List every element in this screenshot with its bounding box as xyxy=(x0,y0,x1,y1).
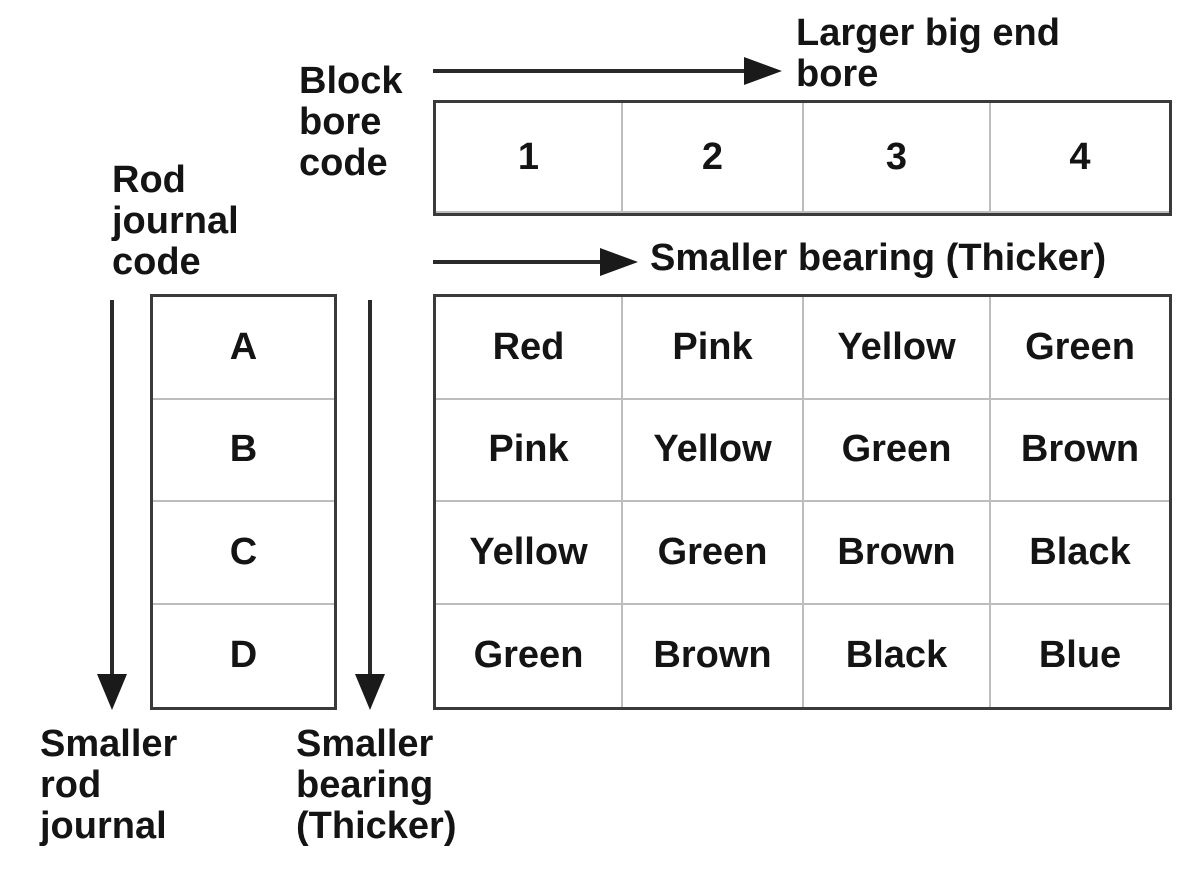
block-bore-code-table: 1 2 3 4 xyxy=(433,100,1172,216)
rod-journal-code-table: A B C D xyxy=(150,294,337,710)
smaller-bearing-vertical-label: Smaller bearing (Thicker) xyxy=(296,723,457,847)
bearing-color-table: Red Pink Yellow Green Pink Yellow Green … xyxy=(433,294,1172,710)
rod-code-cell: C xyxy=(153,502,334,605)
smaller-rod-journal-label: Smaller rod journal xyxy=(40,723,178,847)
bearing-color-cell: Yellow xyxy=(623,399,804,502)
bearing-color-cell: Pink xyxy=(436,399,623,502)
smaller-rod-journal-arrow xyxy=(97,300,127,710)
bore-code-cell: 4 xyxy=(991,103,1169,213)
smaller-bearing-horizontal-label: Smaller bearing (Thicker) xyxy=(650,237,1107,279)
bearing-color-cell: Green xyxy=(804,399,991,502)
bearing-color-cell: Brown xyxy=(991,400,1169,502)
larger-big-end-bore-label: Larger big end bore xyxy=(796,12,1060,95)
bearing-color-cell: Yellow xyxy=(804,297,991,400)
bearing-color-cell: Green xyxy=(436,604,623,707)
bearing-color-cell: Green xyxy=(623,502,804,605)
bore-code-cell: 1 xyxy=(436,103,623,213)
bearing-color-cell: Yellow xyxy=(436,502,623,605)
bearing-color-cell: Green xyxy=(991,297,1169,400)
rod-code-cell: D xyxy=(229,634,258,677)
bearing-color-cell: Brown xyxy=(804,502,991,605)
bearing-color-cell: Red xyxy=(436,297,623,400)
bearing-color-cell: Brown xyxy=(623,604,804,707)
bearing-color-cell: Blue xyxy=(1038,634,1122,677)
smaller-bearing-horizontal-arrow xyxy=(433,248,638,276)
bearing-color-cell: Pink xyxy=(623,297,804,400)
bearing-color-cell: Black xyxy=(991,502,1169,605)
bearing-color-cell: Black xyxy=(804,604,991,707)
larger-bore-arrow xyxy=(433,57,782,85)
bore-code-cell: 3 xyxy=(804,103,991,213)
bore-code-cell: 2 xyxy=(623,103,804,213)
rod-journal-code-label: Rod journal code xyxy=(112,159,239,283)
block-bore-code-label: Block bore code xyxy=(299,60,403,184)
smaller-bearing-vertical-arrow xyxy=(355,300,385,710)
rod-code-cell: A xyxy=(153,297,334,400)
rod-code-cell: B xyxy=(153,400,334,502)
